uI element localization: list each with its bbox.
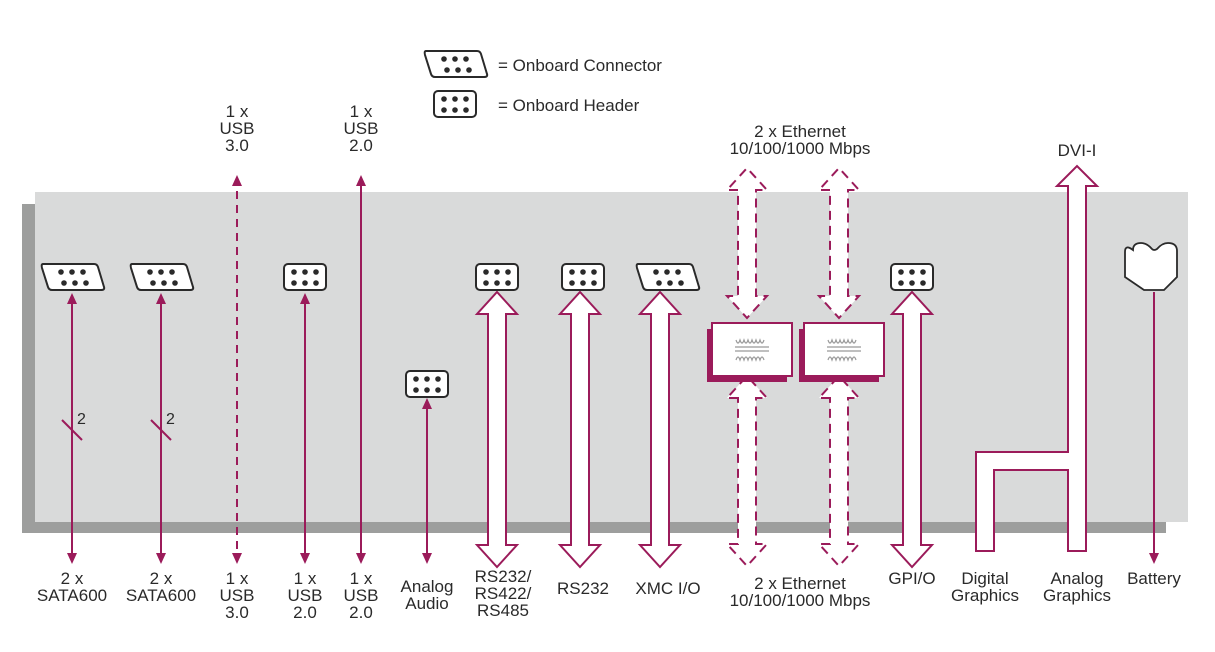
usb20a-signal-arrowhead-up <box>300 293 310 304</box>
onboard-header-icon <box>433 90 477 118</box>
rs232-header-icon <box>561 263 605 291</box>
bottom-label-gpio: GPI/O <box>888 569 936 588</box>
bottom-label-usb30: 1 x USB 3.0 <box>219 569 255 622</box>
sata2-bus-width-tick <box>150 419 172 441</box>
bottom-label-usb20b: 1 x USB 2.0 <box>343 569 379 622</box>
top-label-dvi: DVI-I <box>1057 141 1097 160</box>
xmc-bus-arrow <box>637 290 683 569</box>
ethernet2-lower-arrow <box>816 374 862 568</box>
bottom-label-sata2: 2 x SATA600 <box>125 569 197 605</box>
bus-width-label-sata1: 2 <box>77 411 86 428</box>
dvi-graphics-bus-arrow <box>975 164 1100 552</box>
battery-signal-arrowhead-down <box>1149 553 1159 564</box>
gpio-bus-arrow <box>889 290 935 569</box>
bottom-label-audio: Analog Audio <box>400 577 454 613</box>
ethernet1-lower-arrow <box>724 374 770 568</box>
gpio-header-icon <box>890 263 934 291</box>
ethernet1-transformer <box>711 322 793 377</box>
usb20b-signal-arrowhead-up <box>356 175 366 186</box>
audio-signal-arrowhead-up <box>422 398 432 409</box>
bottom-label-battery: Battery <box>1127 569 1181 588</box>
bottom-label-usb20a: 1 x USB 2.0 <box>287 569 323 622</box>
legend-connector-label: = Onboard Connector <box>498 56 662 75</box>
sata2-signal-arrowhead-up <box>156 293 166 304</box>
sata1-bus-width-tick <box>61 419 83 441</box>
audio-header-icon <box>405 370 449 398</box>
sata2-signal-arrowhead-down <box>156 553 166 564</box>
sata1-signal-arrowhead-up <box>67 293 77 304</box>
usb30-signal-arrowhead-down <box>232 553 242 564</box>
bottom-label-rs232-422-485: RS232/ RS422/ RS485 <box>474 567 532 620</box>
usb20b-signal-arrowhead-down <box>356 553 366 564</box>
bus-width-label-sata2: 2 <box>166 411 175 428</box>
bottom-label-xmc: XMC I/O <box>635 579 701 598</box>
ethernet2-upper-arrow <box>816 166 862 320</box>
sata1-signal-arrowhead-down <box>67 553 77 564</box>
bottom-label-analog-graphics: Analog Graphics <box>1042 569 1112 605</box>
xmc-connector-icon <box>635 263 701 291</box>
audio-signal-arrowhead-down <box>422 553 432 564</box>
ethernet2-transformer <box>803 322 885 377</box>
rs232-422-485-bus-arrow <box>474 290 520 569</box>
sata2-connector-icon <box>129 263 195 291</box>
ethernet1-upper-arrow <box>724 166 770 320</box>
rs232-bus-arrow <box>557 290 603 569</box>
usb30-signal-arrowhead-up <box>232 175 242 186</box>
bottom-label-digital-graphics: Digital Graphics <box>950 569 1020 605</box>
top-label-usb30: 1 x USB 3.0 <box>219 102 255 155</box>
onboard-connector-icon <box>423 50 489 78</box>
usb20a-signal-arrowhead-down <box>300 553 310 564</box>
legend-header-label: = Onboard Header <box>498 96 640 115</box>
top-label-usb20: 1 x USB 2.0 <box>343 102 379 155</box>
rs232-422-485-header-icon <box>475 263 519 291</box>
sata1-connector-icon <box>40 263 106 291</box>
battery-icon <box>1124 242 1178 291</box>
bottom-label-ethernet: 2 x Ethernet 10/100/1000 Mbps <box>729 574 871 610</box>
bottom-label-rs232: RS232 <box>557 579 609 598</box>
top-label-ethernet: 2 x Ethernet 10/100/1000 Mbps <box>729 122 871 158</box>
usb20-header-icon <box>283 263 327 291</box>
bottom-label-sata1: 2 x SATA600 <box>36 569 108 605</box>
board <box>35 192 1188 522</box>
